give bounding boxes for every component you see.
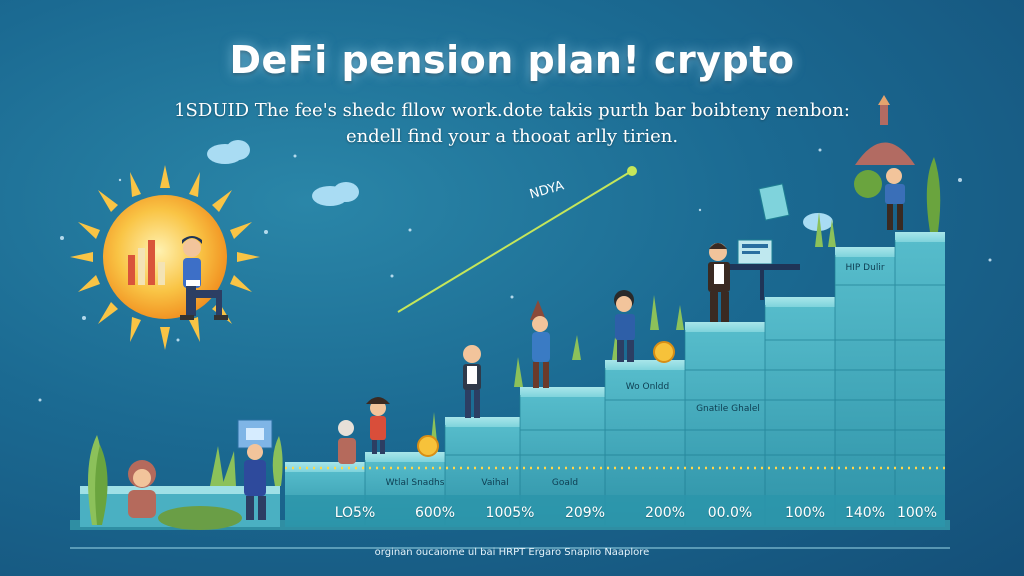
page-title: DeFi pension plan! crypto [229,38,795,82]
stair-label-4: Wo Onldd [625,382,670,392]
tree-icon [88,435,283,525]
stair-label-1: Wtlal Snadhs [385,478,445,488]
percentage-4: 209% [564,505,606,521]
sun-icon [70,165,260,350]
percentage-1: LO5% [334,505,376,521]
percentage-3: 1005% [485,505,535,521]
sitting-person-icon [180,236,228,320]
footer-caption: orginan oucaiome ul bai HRPT Ergaro Snap… [374,547,650,558]
staircase [285,232,945,527]
percentage-8: 140% [844,505,886,521]
subtitle-line-2: endell find your a thooat arlly tirien. [345,126,679,147]
percentage-2: 600% [414,505,456,521]
percentage-6: 00.0% [707,505,753,521]
growth-arrow [397,166,637,313]
dome-tower [855,95,915,165]
stair-label-3: Goald [551,478,579,488]
stair-label-5: Gnatile Ghalel [696,404,760,414]
cloud-icon [207,140,833,231]
percentage-7: 100% [784,505,826,521]
subtitle-line-1: 1SDUID The fee's shedc fllow work.dote t… [174,100,850,121]
percentage-5: 200% [644,505,686,521]
chart-icon [730,183,800,300]
people [128,168,905,520]
stair-label-6: HIP Dulir [845,263,885,273]
percentage-9: 100% [896,505,938,521]
coin-icon [417,341,675,457]
stair-label-2: Vaihal [481,478,509,488]
